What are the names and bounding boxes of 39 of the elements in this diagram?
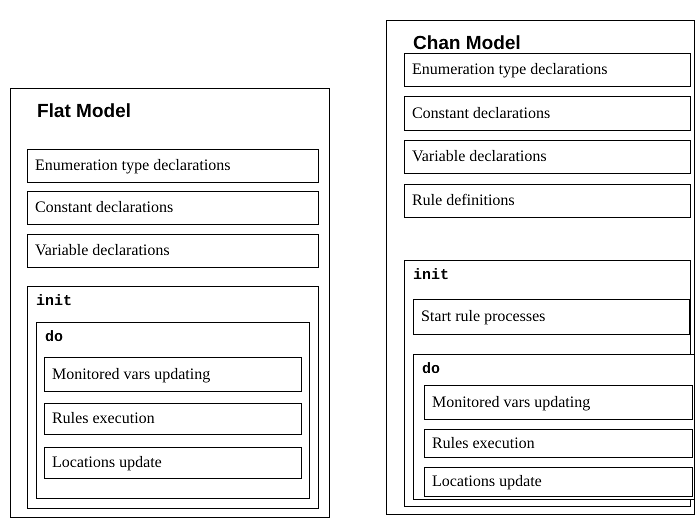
section-box <box>413 299 690 335</box>
section-label: Rules execution <box>432 434 535 452</box>
code-block <box>27 286 319 509</box>
section-box <box>424 385 693 420</box>
section-box <box>424 467 693 497</box>
section-label: Variable declarations <box>35 242 170 260</box>
section-box <box>404 140 691 174</box>
section-label: Rules execution <box>52 410 155 428</box>
code-block <box>413 354 695 500</box>
section-label: Monitored vars updating <box>432 394 590 412</box>
section-label: Constant declarations <box>35 199 174 217</box>
section-label: Start rule processes <box>421 308 546 326</box>
panel-title: Flat Model <box>37 101 131 123</box>
keyword-label: do <box>422 361 440 378</box>
section-label: Monitored vars updating <box>52 366 210 384</box>
keyword-label: init <box>413 267 450 284</box>
section-box <box>27 149 319 183</box>
section-box <box>44 447 302 479</box>
model-panel <box>386 20 695 515</box>
section-label: Locations update <box>432 473 542 491</box>
section-box <box>424 429 693 458</box>
keyword-label: do <box>45 329 64 346</box>
section-box <box>27 191 319 225</box>
section-box <box>404 96 691 131</box>
section-box <box>27 234 319 268</box>
section-box <box>404 53 691 87</box>
keyword-label: init <box>36 293 72 310</box>
section-box <box>44 403 302 435</box>
section-label: Enumeration type declarations <box>412 61 608 79</box>
panel-title: Chan Model <box>413 33 521 55</box>
section-label: Locations update <box>52 454 162 472</box>
section-label: Variable declarations <box>412 148 547 166</box>
section-label: Constant declarations <box>412 104 550 122</box>
section-label: Rule definitions <box>412 192 515 210</box>
code-block <box>36 322 310 499</box>
section-box <box>404 184 691 218</box>
section-label: Enumeration type declarations <box>35 157 230 175</box>
model-panel <box>10 88 330 518</box>
section-box <box>44 357 302 392</box>
